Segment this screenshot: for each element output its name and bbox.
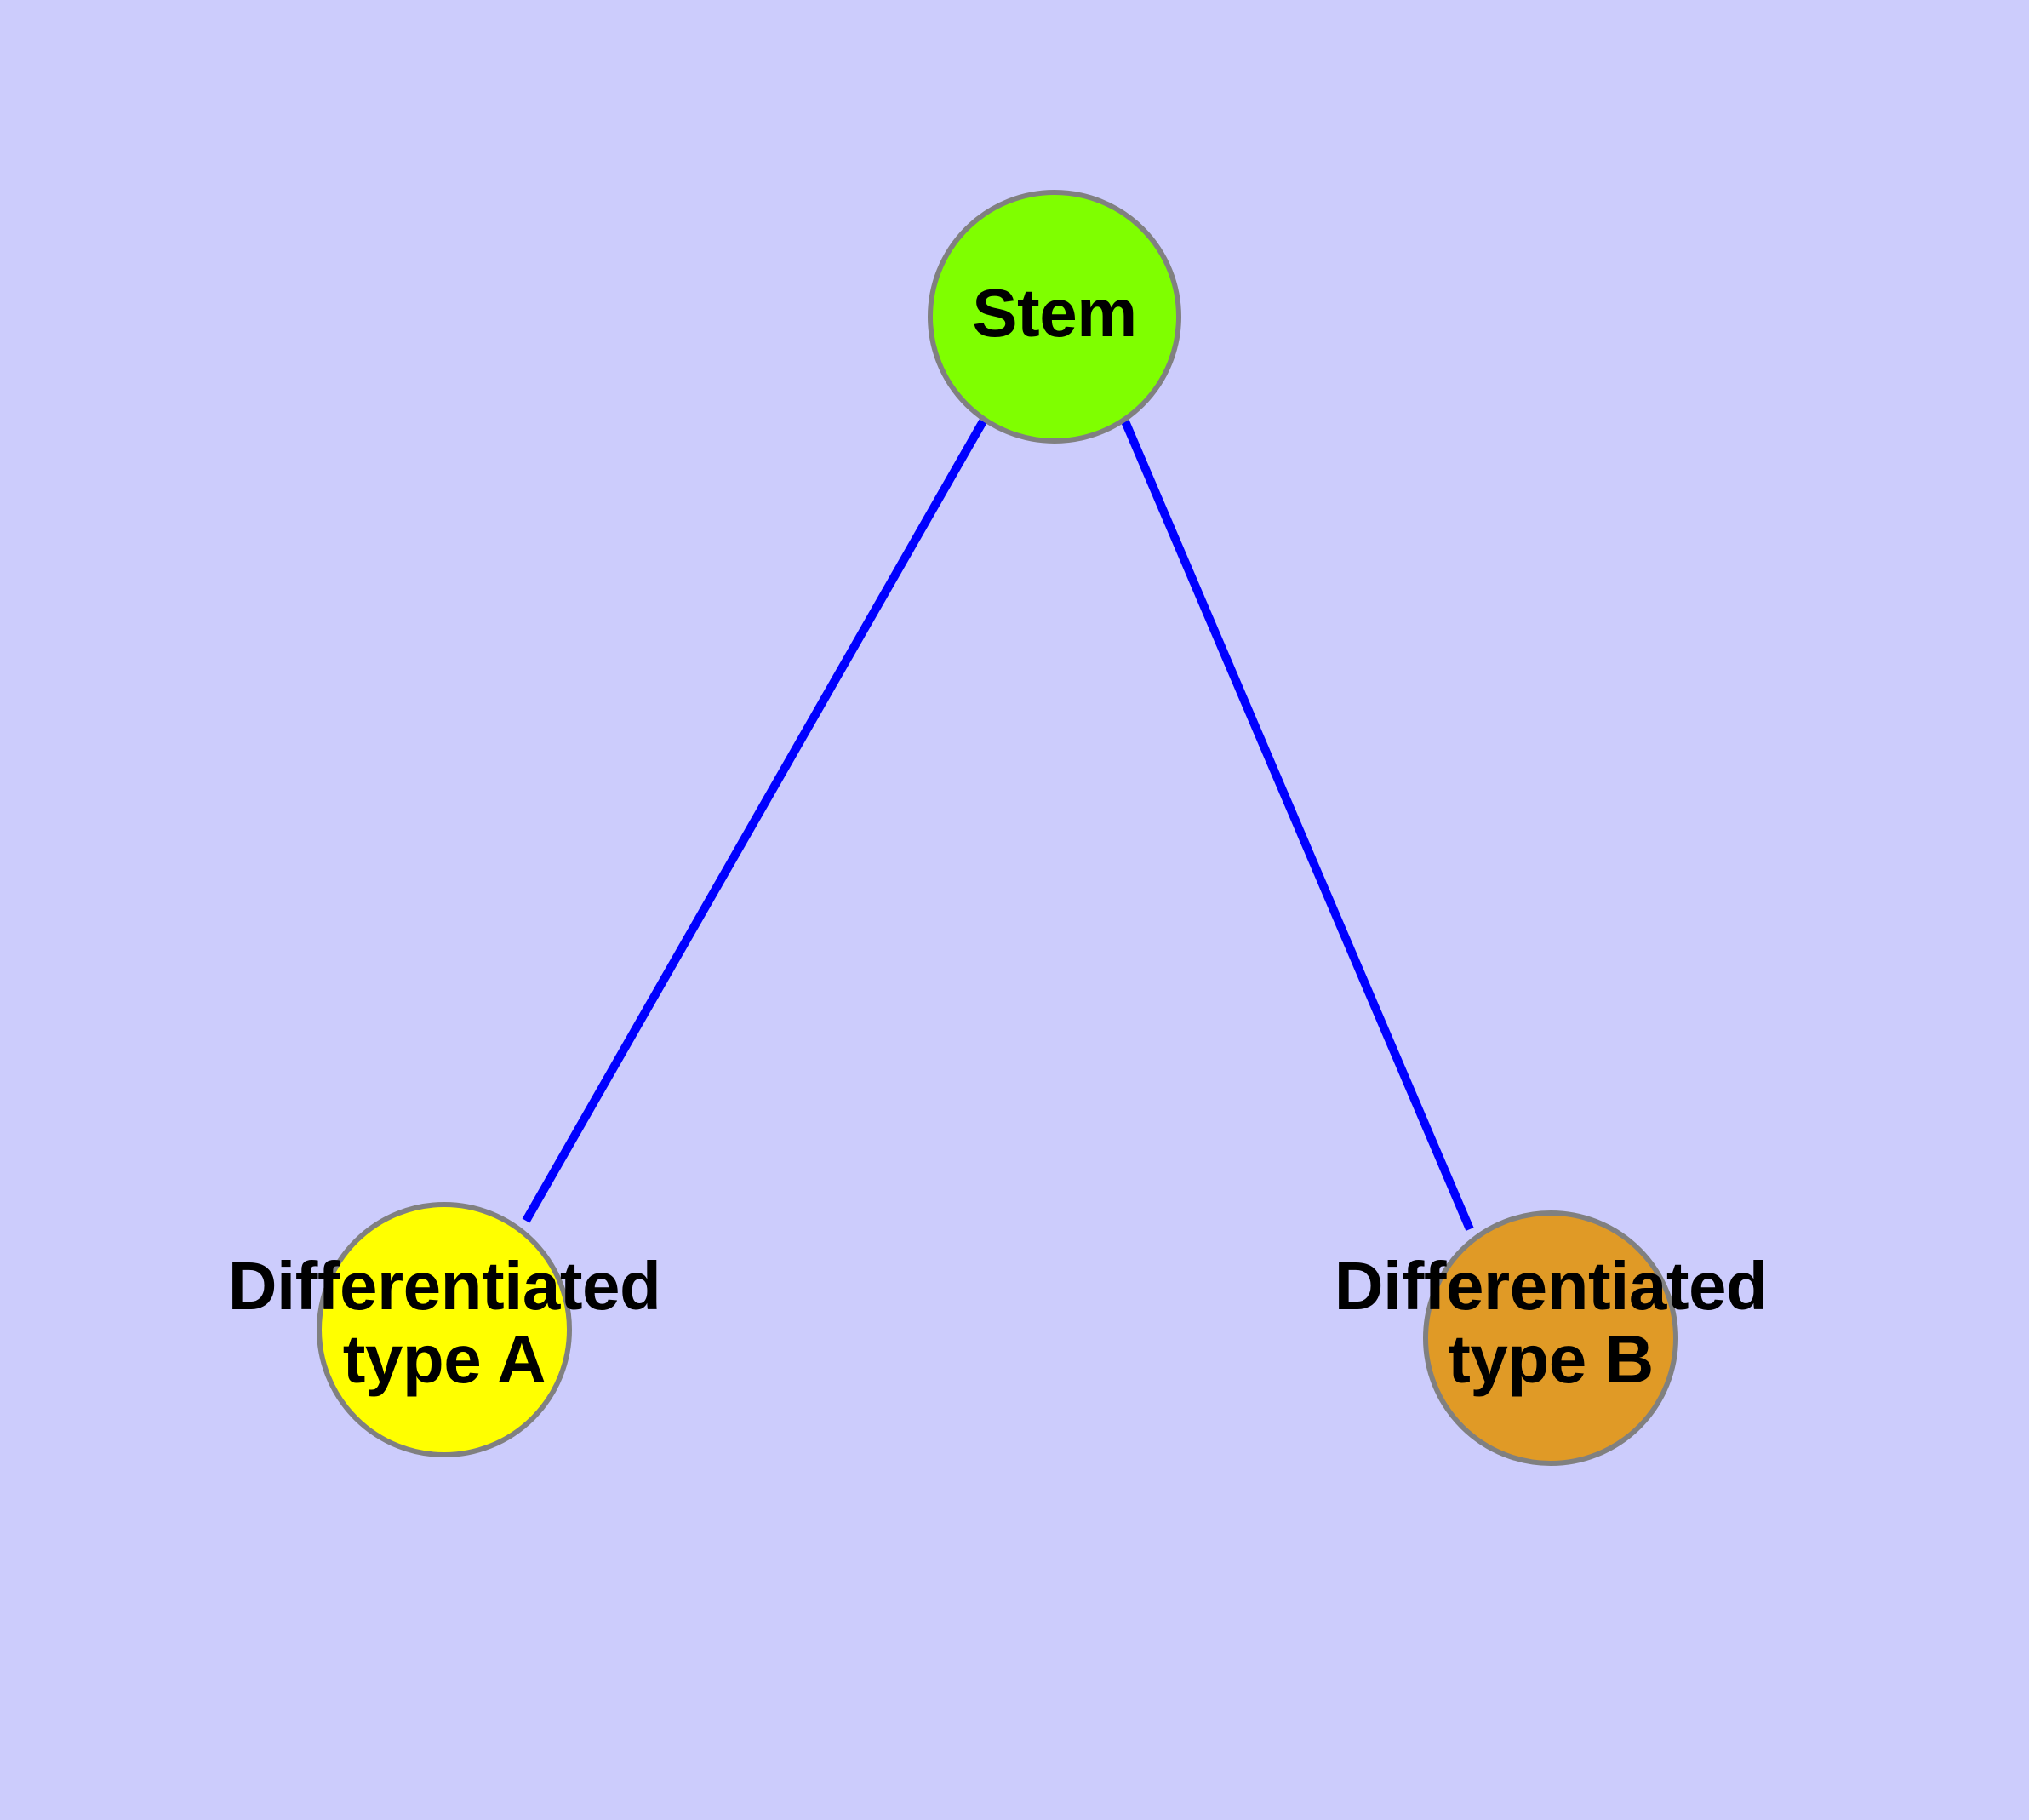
edge-stem-to-diff-b [1121, 420, 1474, 1231]
node-differentiated-type-a[interactable] [317, 1202, 572, 1457]
node-stem[interactable] [928, 190, 1181, 444]
edge-stem-to-diff-a [522, 419, 987, 1223]
node-differentiated-type-b[interactable] [1423, 1210, 1678, 1466]
